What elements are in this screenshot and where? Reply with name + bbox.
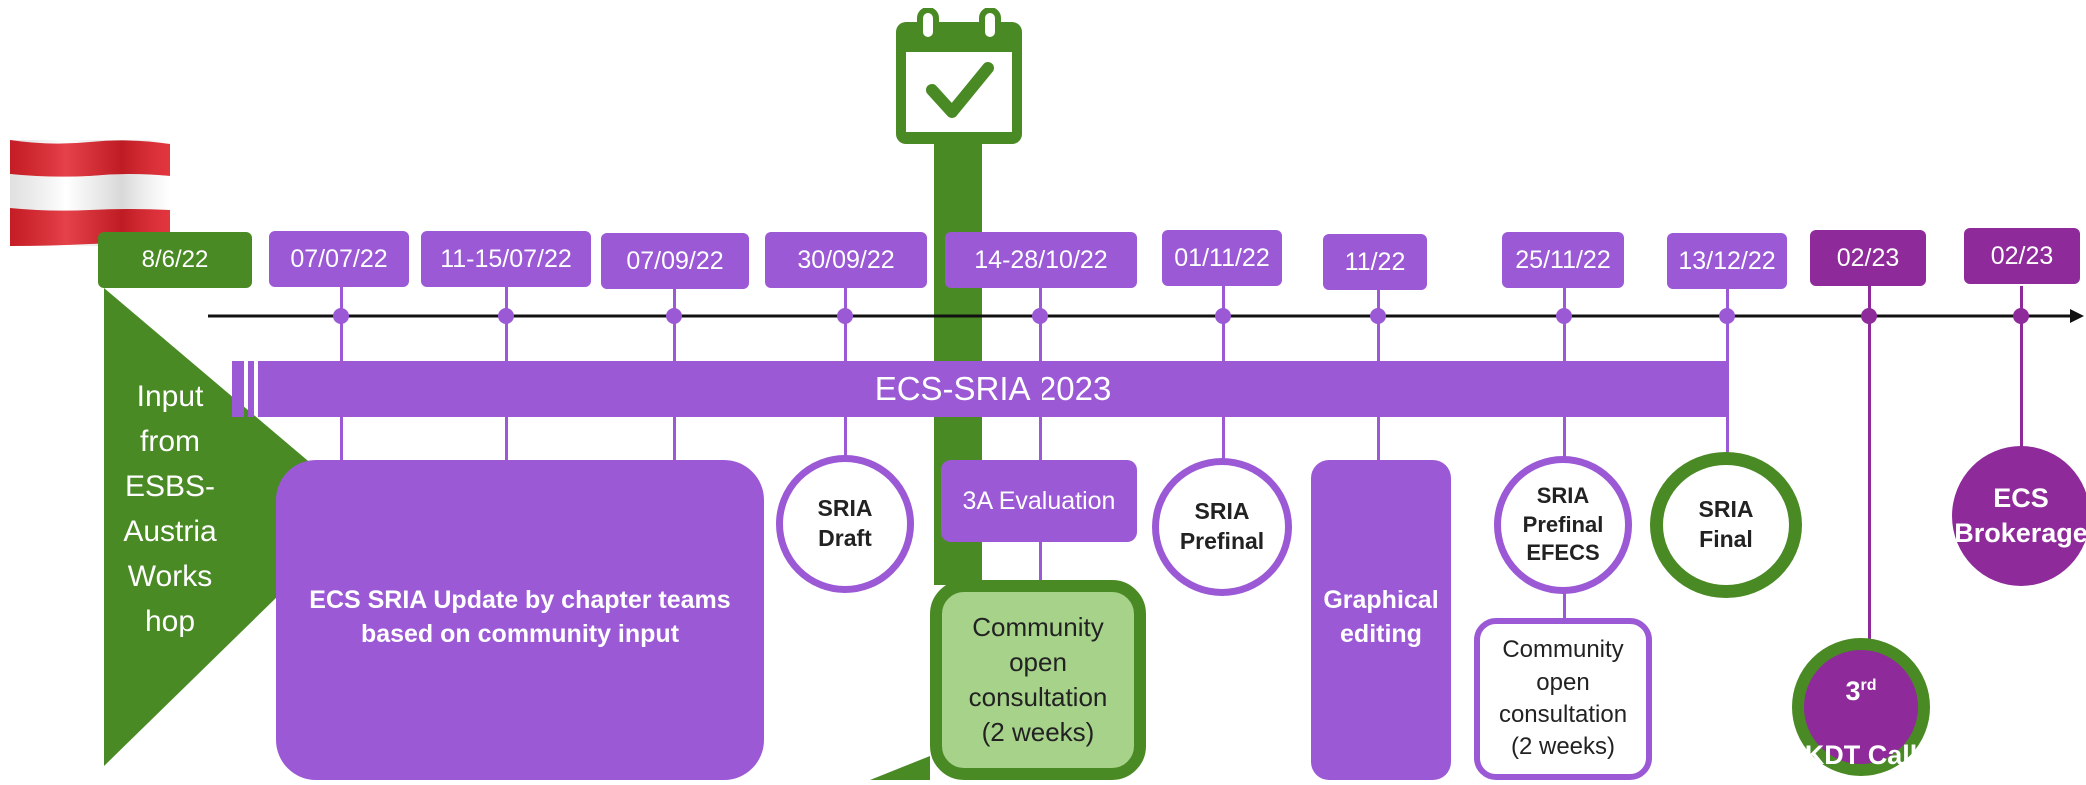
banner-title: ECS-SRIA 2023 <box>874 370 1112 407</box>
banner-stub <box>248 361 254 417</box>
timeline-arrow <box>208 304 2086 328</box>
timeline-dot <box>1719 308 1735 324</box>
kdt-call-label: 3rd KDT Call <box>1805 642 1918 772</box>
consultation-2-label: Community open consultation (2 weeks) <box>1498 636 1628 761</box>
consultation-box-1: Community open consultation (2 weeks) <box>930 580 1146 780</box>
connector <box>505 286 508 460</box>
timeline-dot <box>1215 308 1231 324</box>
kdt-call-ordinal: rd <box>1860 676 1877 694</box>
input-text: Input from ESBS- Austria Works hop <box>123 380 217 638</box>
date-label: 02/23 <box>1810 230 1926 286</box>
evaluation-box: 3A Evaluation <box>941 460 1137 542</box>
sria-final-circle: SRIA Final <box>1650 452 1802 598</box>
sria-draft-circle: SRIA Draft <box>776 455 914 593</box>
consultation-box-2: Community open consultation (2 weeks) <box>1474 618 1652 780</box>
date-label: 07/09/22 <box>601 233 749 289</box>
date-label: 07/07/22 <box>269 231 409 287</box>
timeline-dot <box>1370 308 1386 324</box>
kdt-call-circle: 3rd KDT Call <box>1792 638 1930 776</box>
timeline-dot <box>2013 308 2029 324</box>
connector <box>2020 286 2023 448</box>
update-panel-text: ECS SRIA Update by chapter teams based o… <box>309 586 731 648</box>
timeline-dot <box>498 308 514 324</box>
timeline-dot <box>1556 308 1572 324</box>
consultation-1-label: Community open consultation (2 weeks) <box>968 611 1108 748</box>
connector <box>1222 286 1225 462</box>
timeline-dot <box>837 308 853 324</box>
connector <box>1726 286 1729 462</box>
ecs-brokerage-circle: ECS Brokerage <box>1952 446 2086 586</box>
kdt-call-number: 3 <box>1845 675 1861 706</box>
sria-prefinal-circle: SRIA Prefinal <box>1152 458 1292 596</box>
start-date-label: 8/6/22 <box>98 232 252 288</box>
date-label: 11/22 <box>1323 234 1427 290</box>
graphical-editing-panel: Graphical editing <box>1311 460 1451 780</box>
date-label: 13/12/22 <box>1667 233 1787 289</box>
austria-flag-icon <box>10 140 170 246</box>
connector <box>673 286 676 460</box>
input-triangle <box>104 288 366 766</box>
calendar-check-icon <box>892 7 1026 146</box>
sria-draft-label: SRIA Draft <box>817 495 873 551</box>
date-label: 14-28/10/22 <box>945 232 1137 288</box>
sria-prefinal-efecs-label: SRIA Prefinal EFECS <box>1522 483 1604 566</box>
connector <box>1377 286 1380 462</box>
connector <box>1868 286 1871 650</box>
update-panel: ECS SRIA Update by chapter teams based o… <box>276 460 764 780</box>
sria-final-label: SRIA Final <box>1698 496 1754 552</box>
sria-prefinal-efecs-circle: SRIA Prefinal EFECS <box>1494 456 1632 594</box>
connector <box>1563 590 1566 620</box>
sria-prefinal-label: SRIA Prefinal <box>1179 498 1265 554</box>
timeline-dot <box>333 308 349 324</box>
evaluation-label: 3A Evaluation <box>962 486 1116 515</box>
connector <box>844 286 847 462</box>
ecs-sria-banner: ECS-SRIA 2023 <box>258 361 1728 417</box>
graphical-editing-label: Graphical editing <box>1323 586 1439 648</box>
timeline-dot <box>1861 308 1877 324</box>
connector <box>340 286 343 460</box>
connector <box>1563 286 1566 462</box>
date-label: 02/23 <box>1964 228 2080 284</box>
banner-stub <box>232 361 244 417</box>
connector <box>1039 540 1042 582</box>
date-label: 25/11/22 <box>1502 232 1624 288</box>
timeline-dot <box>666 308 682 324</box>
date-label: 11-15/07/22 <box>421 231 591 287</box>
date-label: 01/11/22 <box>1162 230 1282 286</box>
timeline-dot <box>1032 308 1048 324</box>
connector <box>1039 286 1042 462</box>
date-label: 30/09/22 <box>765 232 927 288</box>
pointer-arrow <box>860 756 930 780</box>
ecs-brokerage-label: ECS Brokerage <box>1954 482 2086 548</box>
kdt-call-text: KDT Call <box>1804 740 1918 771</box>
